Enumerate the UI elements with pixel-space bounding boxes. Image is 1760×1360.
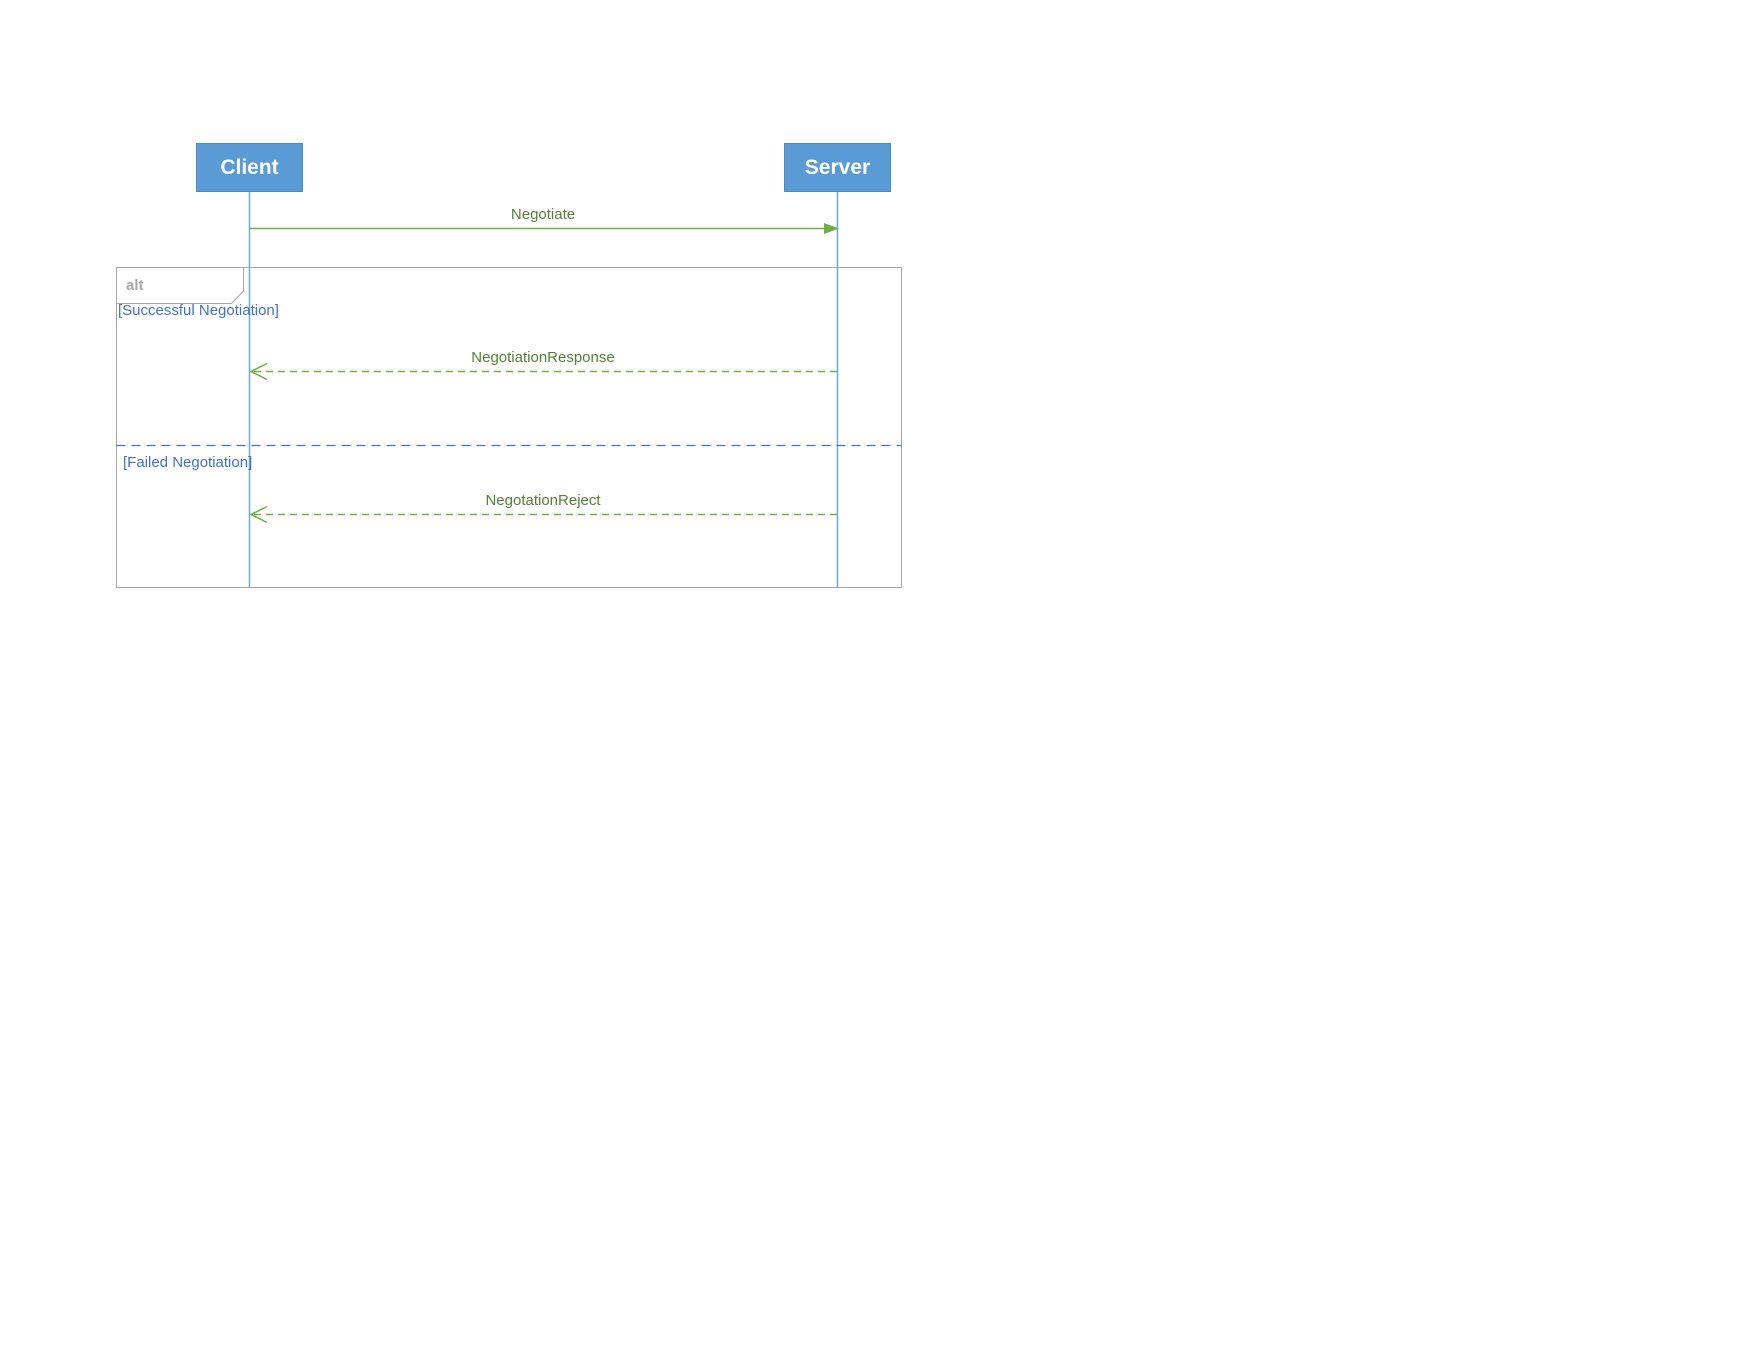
negotiate-arrowhead xyxy=(824,223,839,234)
negotiate-arrow xyxy=(250,223,839,234)
message-label-negotation-reject: NegotationReject xyxy=(485,492,601,509)
negotation-reject-arrowhead xyxy=(249,505,268,524)
negotiation-response-arrowhead xyxy=(249,362,268,381)
negotation-reject-arrow xyxy=(249,505,837,524)
negotiation-response-arrow xyxy=(249,362,837,381)
fragment-operator-label: alt xyxy=(126,277,144,294)
message-label-negotiation-response: NegotiationResponse xyxy=(471,349,615,366)
guard-failed-negotiation: [Failed Negotiation] xyxy=(123,454,253,471)
message-label-negotiate: Negotiate xyxy=(510,206,576,223)
alt-frame xyxy=(116,267,902,588)
alt-operator-tab xyxy=(116,267,244,304)
actor-client: Client xyxy=(196,143,303,192)
guard-successful-negotiation: [Successful Negotiation] xyxy=(118,302,279,319)
actor-server: Server xyxy=(784,143,891,192)
